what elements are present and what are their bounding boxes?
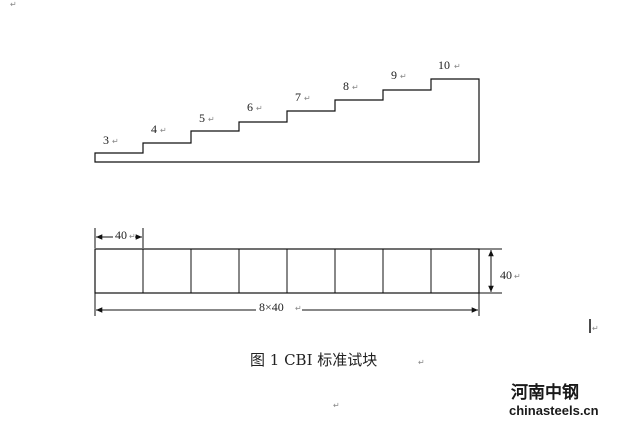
return-mark: ↵ <box>129 232 136 241</box>
return-mark: ↵ <box>592 324 599 333</box>
step-label: 9 <box>391 68 397 82</box>
return-mark: ↵ <box>10 0 17 9</box>
step-labels: 3 4 5 6 7 8 9 10 <box>103 58 450 147</box>
return-mark: ↵ <box>418 358 425 367</box>
step-label: 4 <box>151 122 157 136</box>
step-label: 8 <box>343 79 349 93</box>
step-label: 3 <box>103 133 109 147</box>
return-mark: ↵ <box>304 94 311 103</box>
block-dividers <box>142 249 432 293</box>
figure-caption: 图 1 CBI 标准试块 <box>250 351 377 369</box>
staircase-outline <box>94 78 480 163</box>
return-mark: ↵ <box>160 126 167 135</box>
step-label: 10 <box>438 58 450 72</box>
return-mark: ↵ <box>352 83 359 92</box>
step-label: 7 <box>295 90 301 104</box>
return-mark: ↵ <box>112 137 119 146</box>
watermark-logo: 河南中钢 chinasteels.cn <box>509 382 599 418</box>
step-label: 5 <box>199 111 205 125</box>
return-mark: ↵ <box>295 304 302 313</box>
return-mark: ↵ <box>208 115 215 124</box>
height-label: 40 <box>500 268 512 282</box>
cell-width-label: 40 <box>115 228 127 242</box>
return-mark: ↵ <box>454 62 461 71</box>
return-mark: ↵ <box>400 72 407 81</box>
watermark-url: chinasteels.cn <box>509 403 599 418</box>
watermark-name: 河南中钢 <box>511 382 579 403</box>
return-mark: ↵ <box>514 272 521 281</box>
step-return-marks: ↵ ↵ ↵ ↵ ↵ ↵ ↵ ↵ <box>112 62 461 146</box>
total-length-label: 8×40 <box>259 300 284 314</box>
return-mark: ↵ <box>333 401 340 410</box>
return-mark: ↵ <box>256 104 263 113</box>
step-label: 6 <box>247 100 253 114</box>
